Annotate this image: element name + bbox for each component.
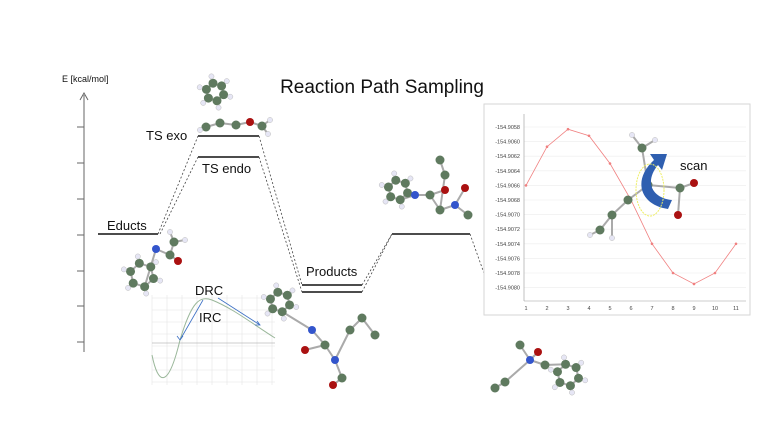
drc-label: DRC bbox=[195, 283, 223, 298]
scan-data-point bbox=[734, 242, 738, 246]
ts-endo-label: TS endo bbox=[202, 161, 251, 176]
y-tick-label: -154.9076 bbox=[495, 256, 520, 262]
x-tick-label: 11 bbox=[733, 306, 739, 312]
y-tick-label: -154.9062 bbox=[495, 154, 520, 160]
scan-data-point bbox=[608, 162, 612, 165]
lower-right-molecule bbox=[490, 340, 589, 396]
x-tick-label: 3 bbox=[566, 306, 569, 312]
intermediate-molecule bbox=[378, 155, 473, 220]
x-tick-label: 10 bbox=[712, 306, 718, 312]
scan-data-point bbox=[566, 127, 570, 131]
ts-exo-label: TS exo bbox=[146, 128, 187, 143]
x-tick-label: 1 bbox=[524, 306, 527, 312]
x-tick-label: 2 bbox=[545, 306, 548, 312]
x-tick-label: 5 bbox=[608, 306, 611, 312]
page-title: Reaction Path Sampling bbox=[280, 77, 484, 98]
irc-label: IRC bbox=[199, 310, 221, 325]
product-molecule bbox=[260, 282, 380, 389]
ts-molecule bbox=[197, 117, 273, 137]
y-tick-label: -154.9070 bbox=[495, 213, 520, 219]
x-tick-label: 9 bbox=[692, 306, 695, 312]
scan-data-point bbox=[587, 134, 591, 138]
scan-rotation-arrow-icon bbox=[641, 154, 672, 209]
educt-molecule bbox=[120, 229, 188, 297]
energy-axis: E [kcal/mol] bbox=[62, 74, 109, 352]
molecule-structures bbox=[120, 73, 698, 396]
irc-curve bbox=[151, 298, 276, 378]
scan-data-point bbox=[671, 271, 675, 275]
y-tick-label: -154.9080 bbox=[495, 286, 520, 292]
irc-arrow-right bbox=[217, 297, 261, 326]
educts-label: Educts bbox=[107, 218, 147, 233]
scan-data-point bbox=[545, 145, 549, 149]
y-tick-label: -154.9068 bbox=[495, 198, 520, 204]
scan-data-point bbox=[650, 242, 654, 246]
scan-label: scan bbox=[680, 158, 707, 173]
scan-data-point bbox=[713, 271, 717, 275]
axis-label: E [kcal/mol] bbox=[62, 74, 109, 84]
irc-inset: DRC IRC bbox=[151, 283, 276, 385]
y-tick-label: -154.9072 bbox=[495, 227, 520, 233]
y-tick-label: -154.9078 bbox=[495, 271, 520, 277]
x-tick-label: 6 bbox=[629, 306, 632, 312]
x-tick-label: 7 bbox=[650, 306, 653, 312]
y-tick-label: -154.9066 bbox=[495, 183, 520, 189]
cyclopentadiene-molecule bbox=[196, 73, 234, 111]
scan-data-point bbox=[692, 282, 696, 286]
irc-arrow-left bbox=[179, 299, 204, 341]
y-tick-label: -154.9064 bbox=[495, 169, 520, 175]
scan-molecule bbox=[587, 132, 698, 241]
y-tick-label: -154.9058 bbox=[495, 125, 520, 131]
products-label: Products bbox=[306, 264, 358, 279]
scan-data-point bbox=[524, 184, 528, 187]
y-tick-label: -154.9074 bbox=[495, 242, 520, 248]
x-tick-label: 8 bbox=[671, 306, 674, 312]
x-tick-label: 4 bbox=[587, 306, 590, 312]
y-tick-label: -154.9060 bbox=[495, 140, 520, 146]
